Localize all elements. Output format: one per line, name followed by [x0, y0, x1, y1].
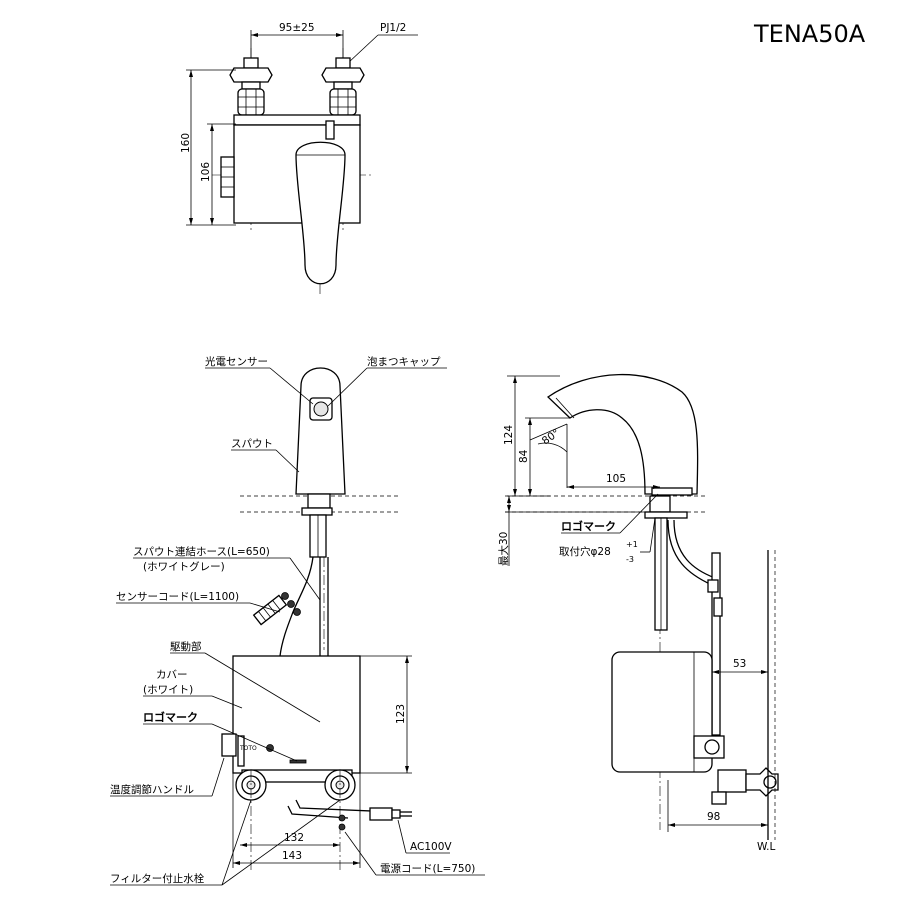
label-power-cord: 電源コード(L=750): [380, 862, 475, 875]
label-power: AC100V: [410, 841, 452, 853]
dim-top-160: 160: [180, 133, 192, 153]
svg-text:TOTO: TOTO: [239, 745, 257, 752]
label-hose-line1: スパウト連結ホース(L=650): [133, 545, 270, 558]
label-cover-line1: カバー: [156, 669, 188, 681]
label-wl: W.L: [757, 841, 776, 853]
label-temp-handle: 温度調節ハンドル: [110, 783, 194, 796]
dim-side-98: 98: [707, 811, 720, 823]
label-thread: PJ1/2: [380, 22, 406, 34]
label-photo-sensor: 光電センサー: [205, 355, 268, 368]
front-view: 光電センサー 泡まつキャップ スパウト スパウト連結ホース(L=650) (ホワ…: [110, 355, 485, 886]
label-logo-front: ロゴマーク: [143, 710, 198, 724]
top-view: 95±25 PJ1/2: [180, 22, 418, 295]
side-view: 80° 124 84 105 最大30: [497, 373, 779, 853]
label-filter-valve: フィルター付止水栓: [110, 872, 205, 885]
label-logo-side: ロゴマーク: [561, 519, 616, 533]
label-sensor-cord: センサーコード(L=1100): [116, 591, 239, 603]
label-spout: スパウト: [231, 438, 273, 450]
label-mount-tol-plus: +1: [626, 540, 638, 549]
dim-side-53: 53: [733, 658, 746, 670]
dim-front-143: 143: [282, 850, 302, 862]
dim-top-106: 106: [200, 162, 212, 182]
label-drive-unit: 駆動部: [170, 640, 202, 653]
dim-front-123: 123: [395, 704, 407, 724]
label-cover-line2: (ホワイト): [143, 684, 193, 696]
label-mount-tol-minus: -3: [626, 555, 634, 564]
dim-top-width: 95±25: [279, 22, 315, 34]
dim-side-84: 84: [518, 449, 530, 463]
label-foam-cap: 泡まつキャップ: [367, 355, 441, 368]
dim-side-angle: 80°: [540, 427, 562, 448]
dim-front-132: 132: [284, 832, 304, 844]
label-max30: 最大30: [497, 532, 510, 566]
dim-side-105: 105: [606, 473, 626, 485]
label-hose-line2: (ホワイトグレー): [143, 560, 225, 573]
model-number: TENA50A: [753, 20, 866, 48]
dim-side-124: 124: [503, 425, 515, 445]
label-mount-hole: 取付穴φ28: [559, 545, 611, 558]
